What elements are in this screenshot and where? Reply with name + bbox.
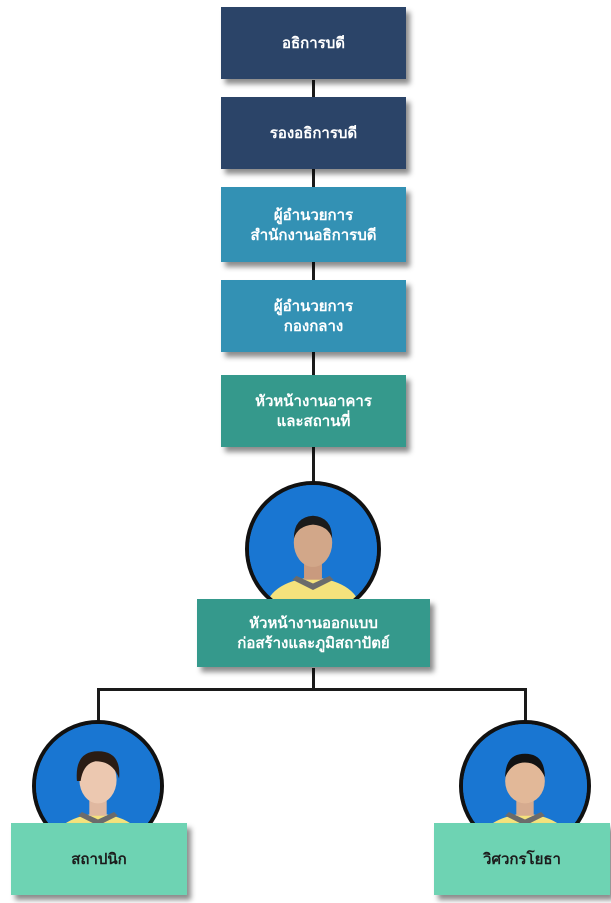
vice-director-label: รองอธิการบดี [269,124,358,142]
office-director-line1: ผู้อำนวยการ [273,205,354,224]
connector-line [97,688,526,691]
building-head-line2: และสถานที่ [276,412,351,430]
architect-box: สถาปนิก [11,823,187,895]
building-head-line1: หัวหน้างานอาคาร [255,392,372,410]
architect-label: สถาปนิก [71,850,127,868]
central-director-line1: ผู้อำนวยการ [273,297,354,315]
engineer-label: วิศวกรโยธา [483,850,561,868]
building-head-box: หัวหน้างานอาคาร และสถานที่ [221,375,406,447]
central-director-box: ผู้อำนวยการ กองกลาง [221,280,406,352]
design-head-photo [245,481,381,617]
director-box: อธิการบดี [221,7,406,79]
connector-line [312,668,315,690]
person-photo-icon [249,485,377,613]
design-head-line2: ก่อสร้างและภูมิสถาปัตย์ [237,634,390,652]
design-head-line1: หัวหน้างานออกแบบ [249,614,378,632]
office-director-box: ผู้อำนวยการ สำนักงานอธิการบดี [221,187,406,262]
design-head-box: หัวหน้างานออกแบบ ก่อสร้างและภูมิสถาปัตย์ [197,599,430,667]
director-label: อธิการบดี [282,34,345,52]
connector-line [97,688,100,730]
office-director-line2: สำนักงานอธิการบดี [250,225,377,244]
vice-director-box: รองอธิการบดี [221,97,406,169]
central-director-line2: กองกลาง [283,317,344,335]
engineer-box: วิศวกรโยธา [434,823,610,895]
connector-line [524,688,527,730]
